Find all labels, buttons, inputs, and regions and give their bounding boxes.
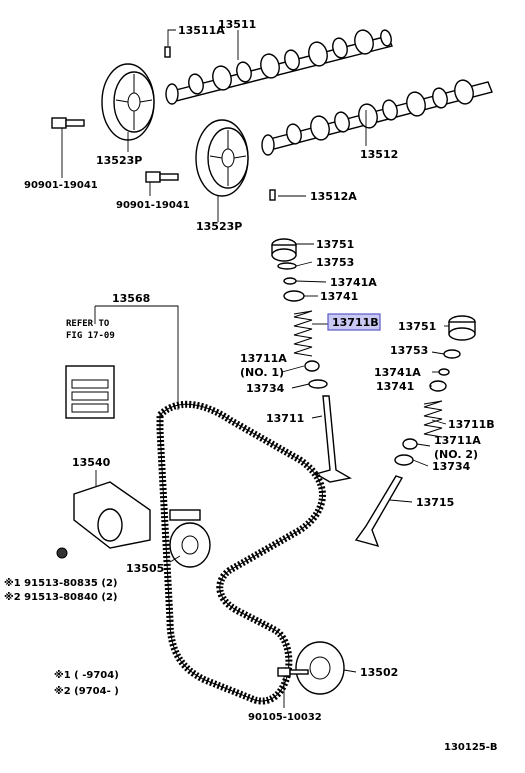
label-13523P-lower: 13523P <box>196 220 242 233</box>
bolt-91513-80835[interactable] <box>56 547 68 559</box>
bolt-90901-19041-upper[interactable] <box>51 117 85 129</box>
refer-to-figure-box <box>65 365 115 419</box>
label-13540: 13540 <box>72 456 111 469</box>
valve-spring-13711B-left[interactable] <box>293 310 313 357</box>
seat-13734-left[interactable] <box>308 379 328 389</box>
label-13753-right: 13753 <box>390 344 428 357</box>
diagram-id: 130125-B <box>444 742 498 753</box>
idler-pulley-13502[interactable] <box>295 641 345 695</box>
label-13568: 13568 <box>112 292 150 305</box>
seat-13734-right[interactable] <box>394 454 414 466</box>
timing-belt-13568[interactable] <box>156 400 326 705</box>
label-13734-right: 13734 <box>432 460 471 473</box>
label-13502: 13502 <box>360 666 398 679</box>
label-90901-19041-upper: 90901-19041 <box>24 180 98 191</box>
spring-seat-13711A-no2[interactable] <box>402 438 418 450</box>
label-13741A-right: 13741A <box>374 366 421 379</box>
label-13711A-no2-note: (NO. 2) <box>434 448 478 461</box>
label-13511: 13511 <box>218 18 256 31</box>
label-13715: 13715 <box>416 496 454 509</box>
label-bolt-variant-2: ※2 91513-80840 (2) <box>4 591 117 603</box>
part-labels: 13511A 13511 13523P 90901-19041 90901-19… <box>4 18 498 753</box>
label-13734-left: 13734 <box>246 382 285 395</box>
spring-retainer-13741-right[interactable] <box>429 380 447 392</box>
cam-pulley-13523P-lower[interactable] <box>195 119 249 197</box>
label-13505: 13505 <box>126 562 164 575</box>
label-13711A-no1: 13711A <box>240 352 287 365</box>
highlight-13711B <box>327 313 381 331</box>
camshaft-13511[interactable] <box>165 28 393 105</box>
label-13523P-upper: 13523P <box>96 154 142 167</box>
label-13511A: 13511A <box>178 24 225 37</box>
label-13512: 13512 <box>360 148 398 161</box>
intake-valve-13711[interactable] <box>314 395 352 483</box>
label-13751-left: 13751 <box>316 238 354 251</box>
label-13741A-left: 13741A <box>330 276 377 289</box>
valve-keeper-13741A-left[interactable] <box>283 277 297 285</box>
label-13741-right: 13741 <box>376 380 414 393</box>
label-13751-right: 13751 <box>398 320 436 333</box>
pin-13511A[interactable] <box>164 46 171 58</box>
label-bolt-variant-1: ※1 91513-80835 (2) <box>4 577 117 589</box>
leader-lines <box>61 29 449 708</box>
camshaft-13512[interactable] <box>261 78 493 156</box>
label-note-2: ※2 (9704- ) <box>54 685 119 697</box>
label-13753-left: 13753 <box>316 256 354 269</box>
label-90901-19041-lower: 90901-19041 <box>116 200 190 211</box>
label-note-1: ※1 ( -9704) <box>54 669 119 681</box>
label-13711: 13711 <box>266 412 304 425</box>
exhaust-valve-13715[interactable] <box>354 475 404 548</box>
valve-spring-13711B-right[interactable] <box>423 400 443 438</box>
cam-pulley-13523P-upper[interactable] <box>101 63 155 141</box>
label-13741-left: 13741 <box>320 290 358 303</box>
label-90105-10032: 90105-10032 <box>248 712 322 723</box>
label-13711B-right: 13711B <box>448 418 495 431</box>
valve-lifter-13751-right[interactable] <box>448 315 476 341</box>
adjusting-shim-13753-left[interactable] <box>277 262 297 270</box>
bolt-90901-19041-lower[interactable] <box>145 171 179 183</box>
label-13711B-left: 13711B <box>332 316 379 329</box>
tensioner-13540[interactable] <box>73 481 151 549</box>
spring-retainer-13741-left[interactable] <box>283 290 305 302</box>
label-13711A-no1-note: (NO. 1) <box>240 366 284 379</box>
label-refer-line1: REFER TO <box>66 319 110 329</box>
adjusting-shim-13753-right[interactable] <box>443 349 461 359</box>
spring-seat-13711A-no1[interactable] <box>304 360 320 372</box>
label-13711A-no2: 13711A <box>434 434 481 447</box>
pin-13512A[interactable] <box>269 189 276 201</box>
label-refer-line2: FIG 17-09 <box>66 331 115 341</box>
valve-keeper-13741A-right[interactable] <box>438 368 450 376</box>
valve-lifter-13751-left[interactable] <box>271 238 297 262</box>
label-13512A: 13512A <box>310 190 357 203</box>
